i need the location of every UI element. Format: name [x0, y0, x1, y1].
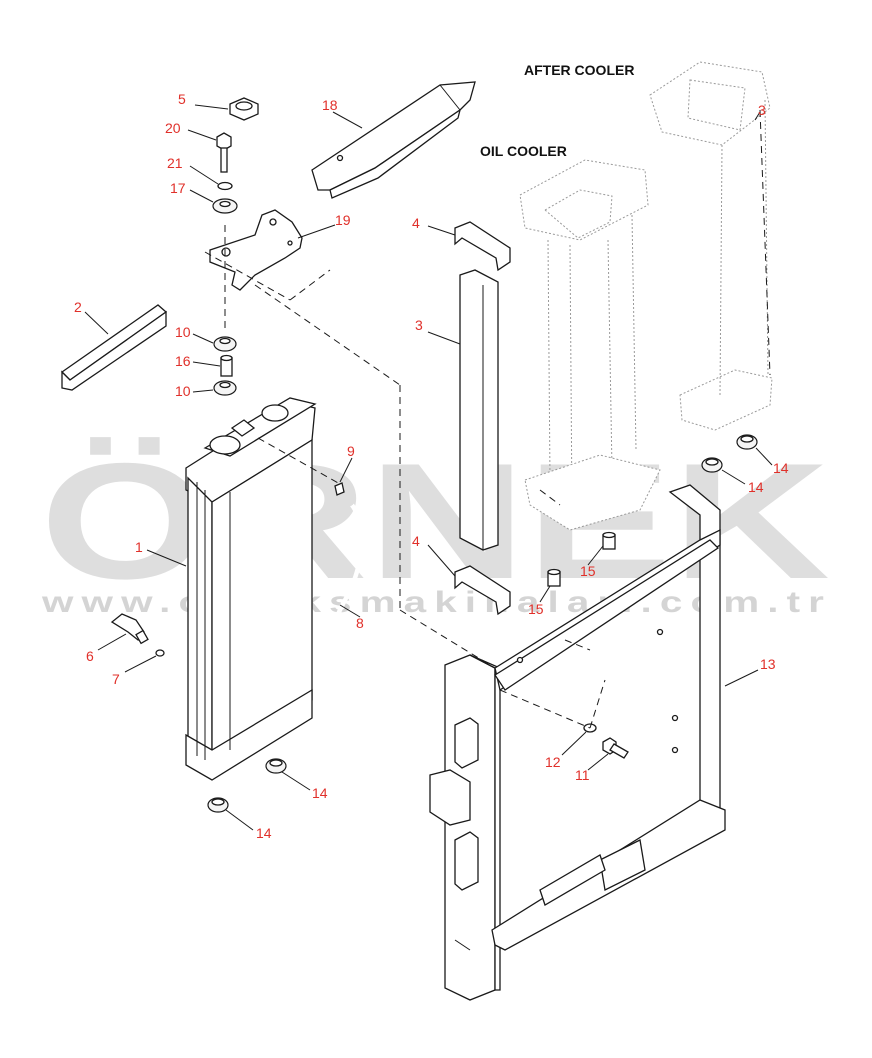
watermark-url: www.orneksmakinalari.com.tr	[41, 586, 832, 619]
seal-part-4-upper	[454, 221, 511, 272]
mount-part-14-a	[736, 434, 758, 450]
callout-10-upper: 10	[175, 324, 191, 340]
callout-12: 12	[545, 754, 561, 770]
spacer-part-16	[220, 354, 233, 377]
callout-14-c: 14	[312, 785, 328, 801]
radiator-part-1	[185, 397, 317, 781]
spacer-part-15-lower	[547, 568, 561, 587]
bracket-part-18	[311, 81, 476, 199]
hose-part-8-inner	[325, 503, 364, 656]
seal-part-4-lower	[454, 565, 511, 616]
callout-1: 1	[135, 539, 143, 555]
callout-8: 8	[356, 615, 364, 631]
callout-7: 7	[112, 671, 120, 687]
mount-part-14-c	[265, 758, 287, 774]
callout-4-upper: 4	[412, 215, 420, 231]
callout-17: 17	[170, 180, 186, 196]
grommet-part-10-upper	[213, 336, 237, 352]
callout-4-lower: 4	[412, 533, 420, 549]
callout-18: 18	[322, 97, 338, 113]
callout-3-after-cooler: 3	[758, 102, 766, 118]
mount-part-14-d	[207, 797, 229, 813]
callout-6: 6	[86, 648, 94, 664]
callout-16: 16	[175, 353, 191, 369]
spacer-part-15-upper	[602, 531, 616, 550]
washer-part-21	[217, 181, 233, 191]
leader-lines	[84, 104, 773, 831]
callout-14-a: 14	[773, 460, 789, 476]
bolt-part-11	[602, 737, 629, 759]
watermark: ÖRNEK www.orneksmakinalari.com.tr	[40, 429, 832, 619]
callout-2: 2	[74, 299, 82, 315]
clip-part-9	[334, 482, 345, 496]
callout-20: 20	[165, 120, 181, 136]
watermark-brand: ÖRNEK	[40, 429, 830, 613]
oil-cooler-part	[519, 159, 661, 531]
callout-labels: 5 20 21 17 18 19 2 10 16 10 9 1 6 7 8 4 …	[74, 91, 789, 841]
washer-part-17	[212, 198, 238, 214]
callout-5: 5	[178, 91, 186, 107]
callout-21: 21	[167, 155, 183, 171]
callout-15-lower: 15	[528, 601, 544, 617]
callout-14-d: 14	[256, 825, 272, 841]
drain-plug-part-6	[110, 613, 149, 645]
callout-19: 19	[335, 212, 351, 228]
callout-3-seal: 3	[415, 317, 423, 333]
callout-14-b: 14	[748, 479, 764, 495]
callout-13: 13	[760, 656, 776, 672]
bolt-part-20	[216, 132, 232, 173]
after-cooler-title: AFTER COOLER	[524, 62, 634, 78]
bracket-part-19	[209, 209, 303, 291]
seal-part-3	[459, 269, 499, 551]
cap-part-5	[229, 97, 259, 121]
after-cooler-part	[649, 61, 773, 431]
strip-part-2	[60, 304, 168, 391]
oil-cooler-title: OIL COOLER	[480, 143, 567, 159]
assembly-lines	[204, 109, 771, 729]
callout-11: 11	[575, 767, 590, 783]
mount-part-14-b	[701, 457, 723, 473]
frame-part-13	[429, 484, 726, 1001]
callout-9: 9	[347, 443, 355, 459]
grommet-part-10-lower	[213, 380, 237, 396]
callout-15-upper: 15	[580, 563, 596, 579]
callout-10-lower: 10	[175, 383, 191, 399]
o-ring-part-7	[155, 649, 165, 657]
